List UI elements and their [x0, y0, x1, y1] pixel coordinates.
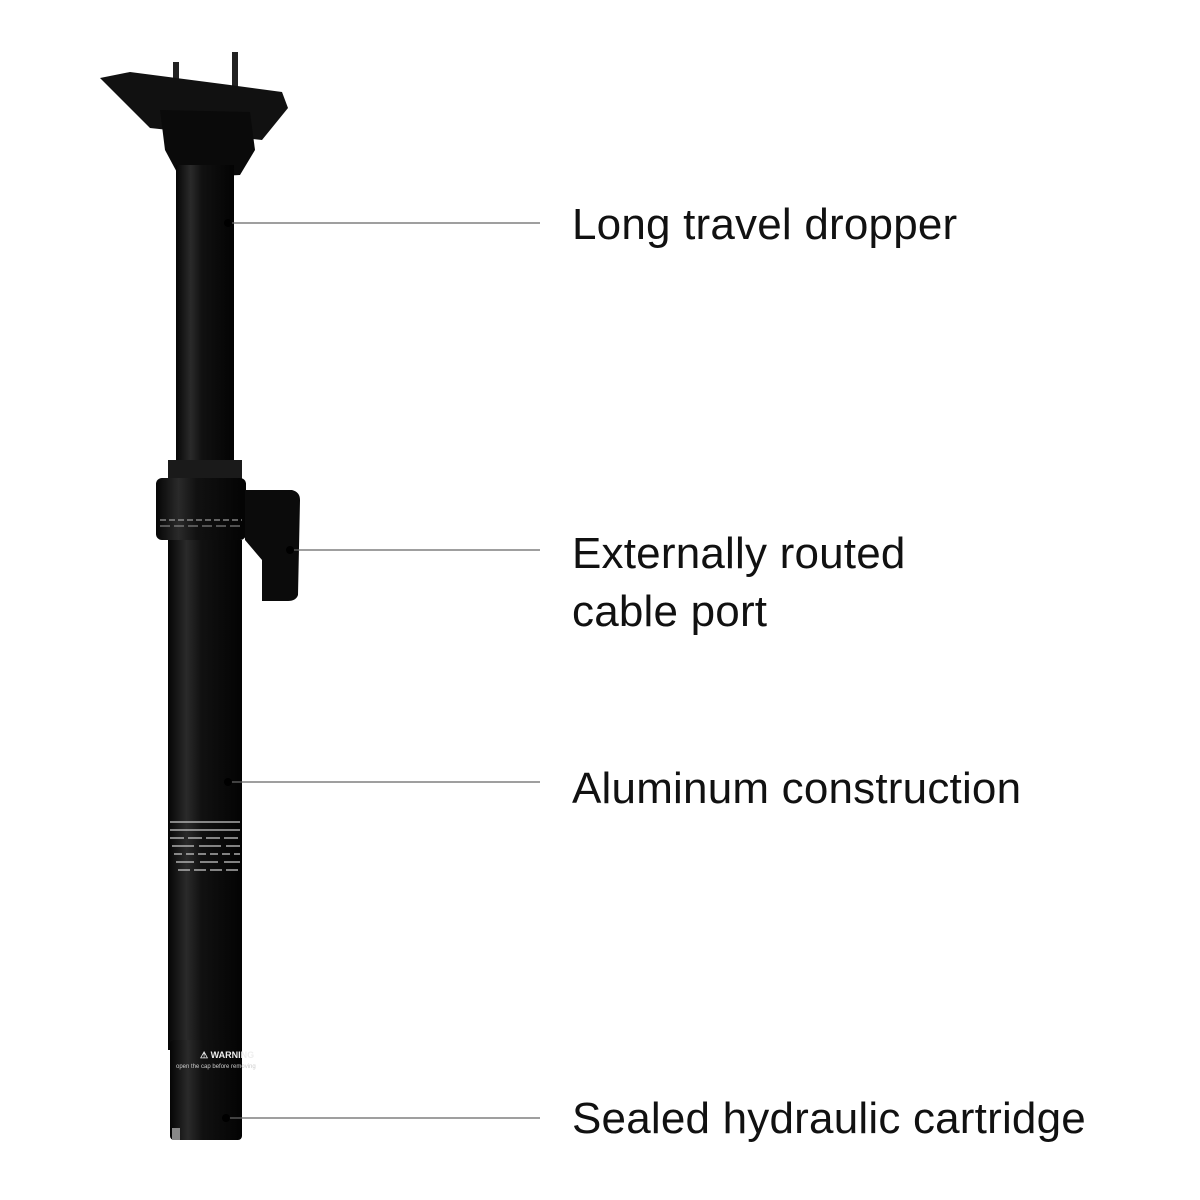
upper-tube [176, 165, 234, 465]
cable-port [245, 490, 300, 601]
warning-subtext: open the cap before removing [176, 1064, 256, 1070]
callout-long-travel-dropper: Long travel dropper [572, 200, 958, 249]
callout-leaders [226, 222, 540, 1119]
callout-dots [222, 219, 294, 1122]
graphics-stripes [170, 821, 240, 871]
callout-sealed-hydraulic-cartridge: Sealed hydraulic cartridge [572, 1094, 1086, 1143]
callout-cable-port-line2: cable port [572, 587, 768, 636]
lower-tube [168, 540, 242, 1050]
collar [156, 460, 246, 540]
seat-clamp [100, 52, 288, 178]
callout-cable-port-line1: Externally routed [572, 529, 906, 578]
warning-text: ⚠ WARNING [200, 1050, 254, 1060]
callout-aluminum-construction: Aluminum construction [572, 764, 1022, 813]
